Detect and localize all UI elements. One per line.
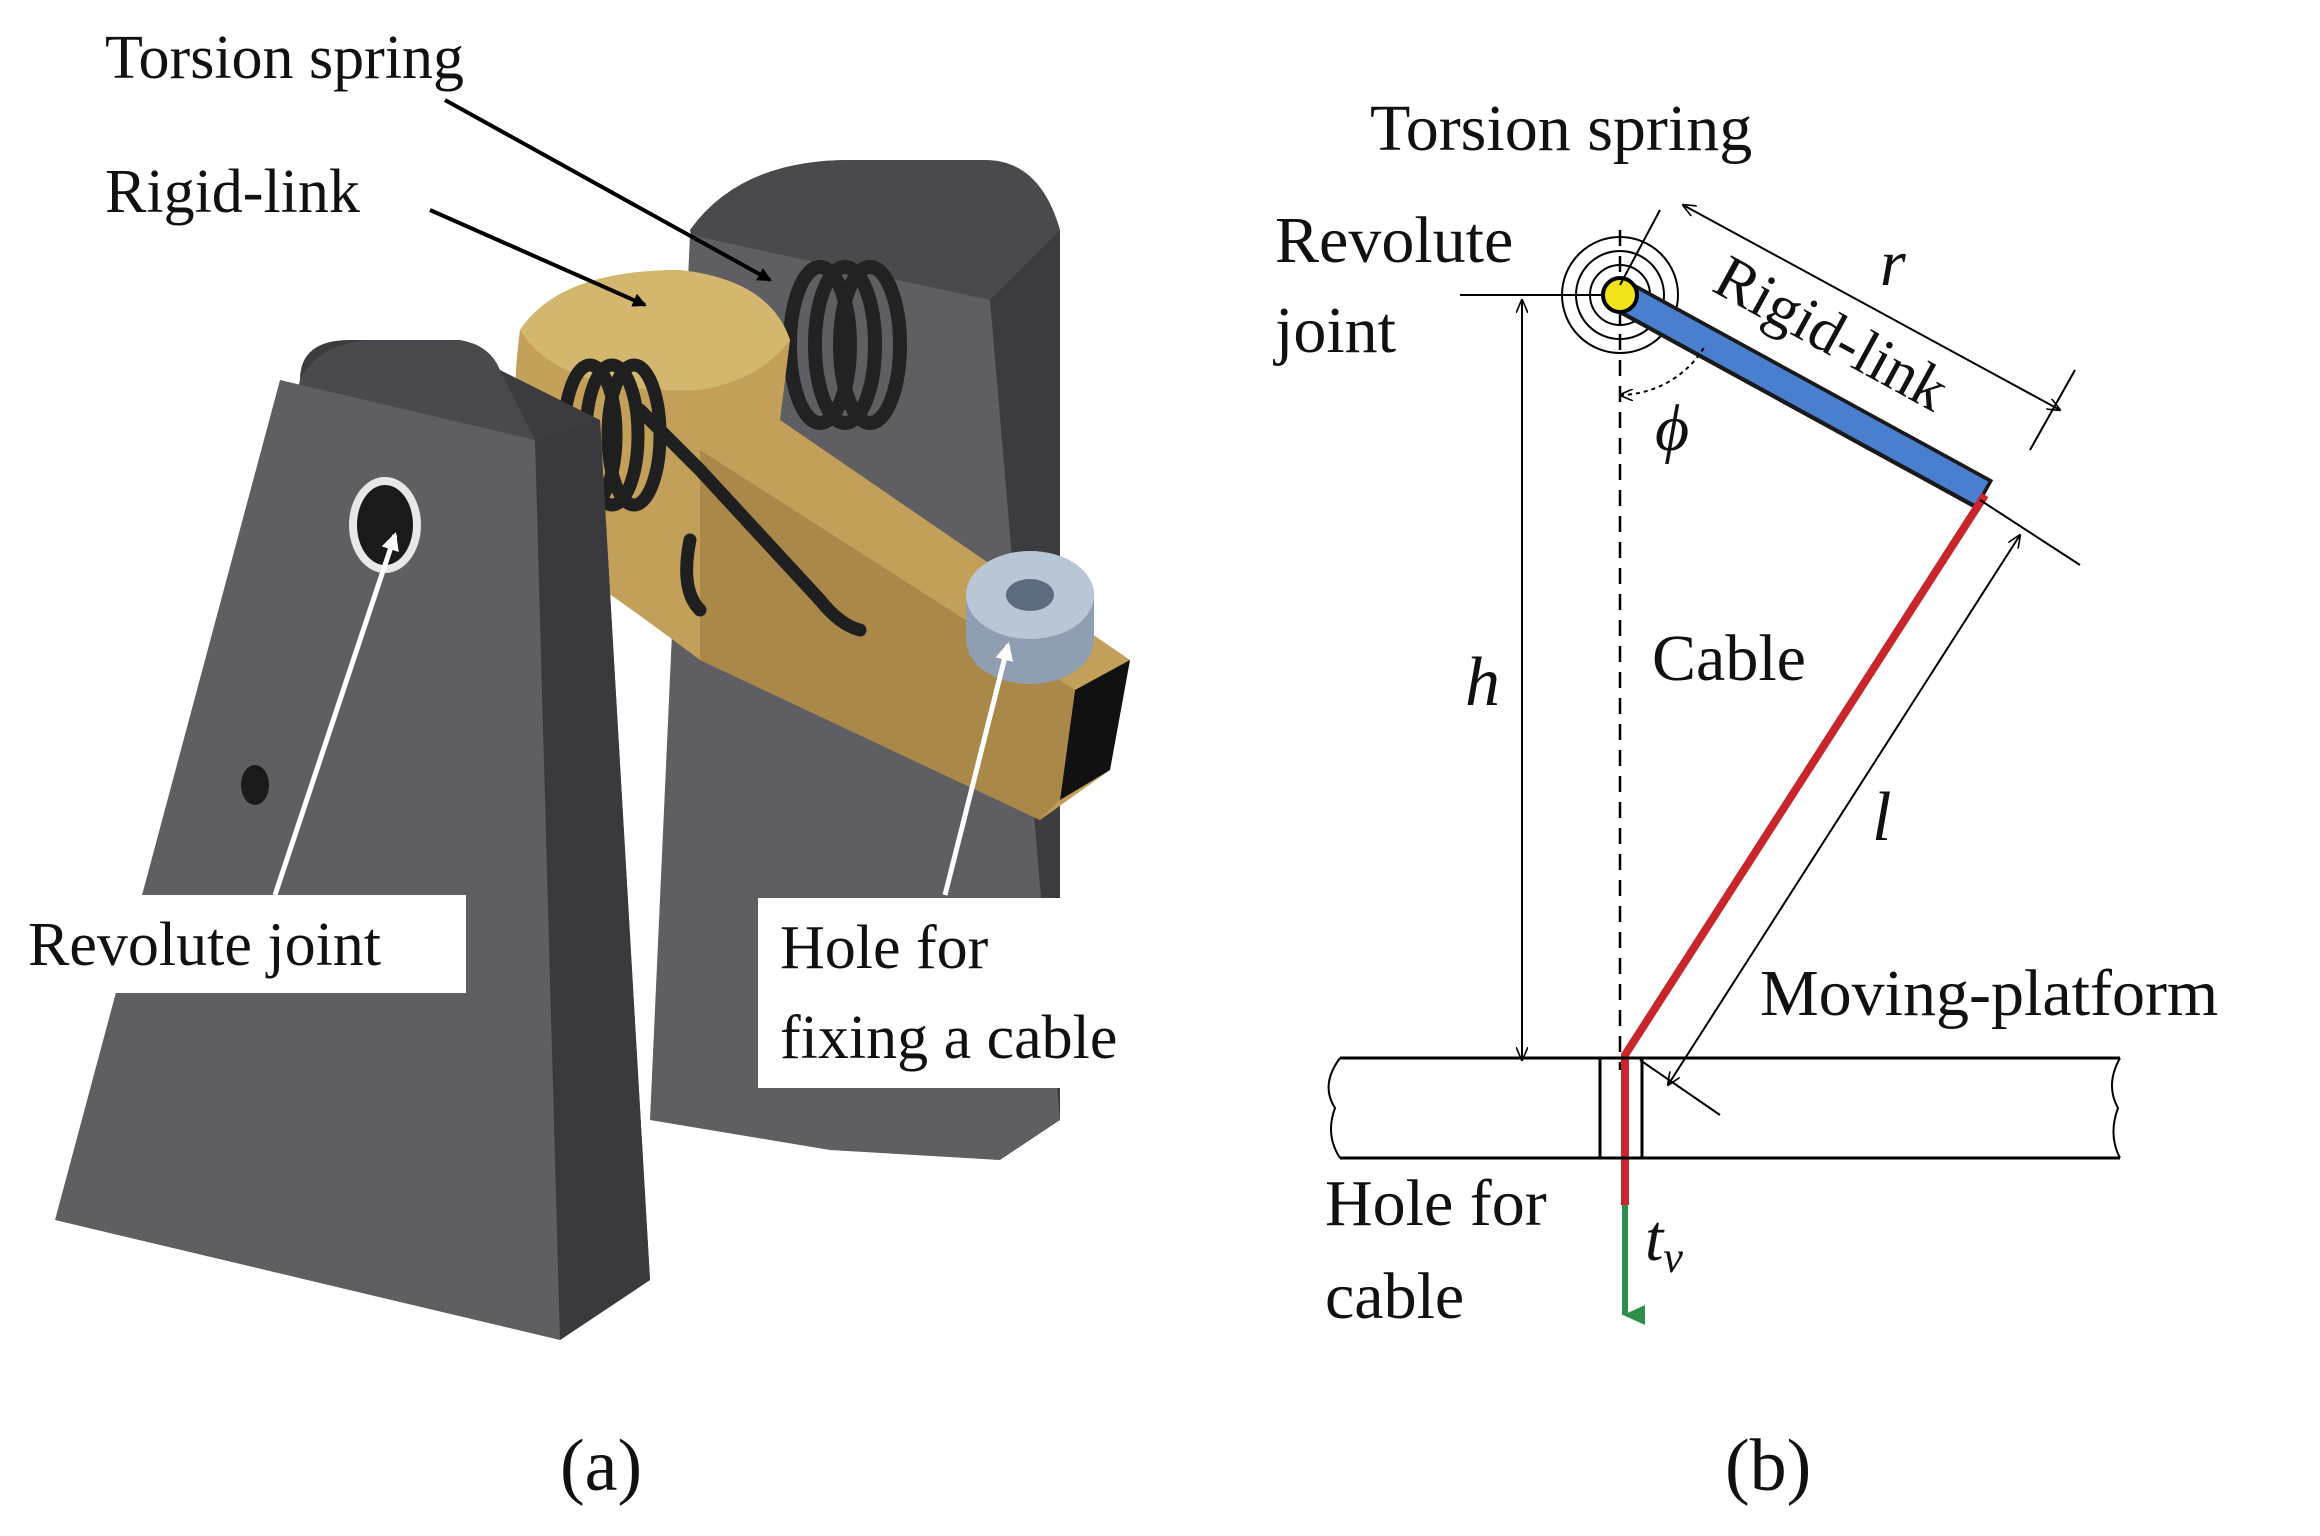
revolute-joint-leader	[272, 532, 399, 896]
hole-label-box	[758, 898, 1195, 1088]
caption-a: (a)	[560, 1425, 642, 1507]
cable-fixture	[966, 551, 1094, 684]
l-dimension	[1639, 499, 2081, 1116]
label-a-hole-line2: fixing a cable	[780, 1004, 1117, 1072]
label-a-rigid-link: Rigid-link	[105, 158, 360, 226]
symbol-phi: ϕ	[1655, 392, 1689, 465]
r-dimension	[1619, 205, 2076, 451]
label-b-revolute-line2: joint	[1273, 294, 1396, 367]
symbol-h: h	[1465, 644, 1500, 721]
symbol-t-v: tv	[1645, 1202, 1683, 1282]
label-b-hole-line1: Hole for	[1325, 1167, 1547, 1240]
label-a-hole-line1: Hole for	[780, 914, 989, 982]
caption-b: (b)	[1725, 1425, 1811, 1507]
label-b-torsion-spring: Torsion spring	[1370, 92, 1752, 165]
rigid-link-part	[515, 270, 1130, 820]
moving-platform	[1327, 1056, 2121, 1160]
revolute-joint-symbol	[1601, 276, 1639, 314]
symbol-l: l	[1872, 779, 1891, 856]
label-a-revolute-joint: Revolute joint	[28, 911, 381, 979]
cable-line	[1621, 492, 1989, 1205]
torsion-spring-leader	[444, 98, 772, 282]
symbol-r: r	[1880, 227, 1906, 300]
label-a-torsion-spring: Torsion spring	[105, 24, 464, 92]
rigid-link-leader	[429, 208, 647, 307]
front-bracket	[55, 340, 650, 1340]
torsion-spring-rear	[783, 260, 907, 430]
label-b-cable: Cable	[1652, 622, 1806, 695]
symbol-t-subscript: v	[1663, 1233, 1683, 1282]
revolute-joint-label-box	[18, 895, 466, 993]
label-b-hole-line2: cable	[1325, 1260, 1464, 1333]
panel-a-illustration: Torsion spring Rigid-link Revolute joint…	[18, 24, 1195, 1507]
label-b-revolute-line1: Revolute	[1275, 204, 1513, 277]
label-b-moving-platform: Moving-platform	[1760, 957, 2218, 1030]
hole-leader	[942, 642, 1014, 896]
symbol-t: t	[1645, 1202, 1665, 1275]
panel-b-schematic: Torsion spring Revolute joint Rigid-link…	[1273, 92, 2218, 1507]
